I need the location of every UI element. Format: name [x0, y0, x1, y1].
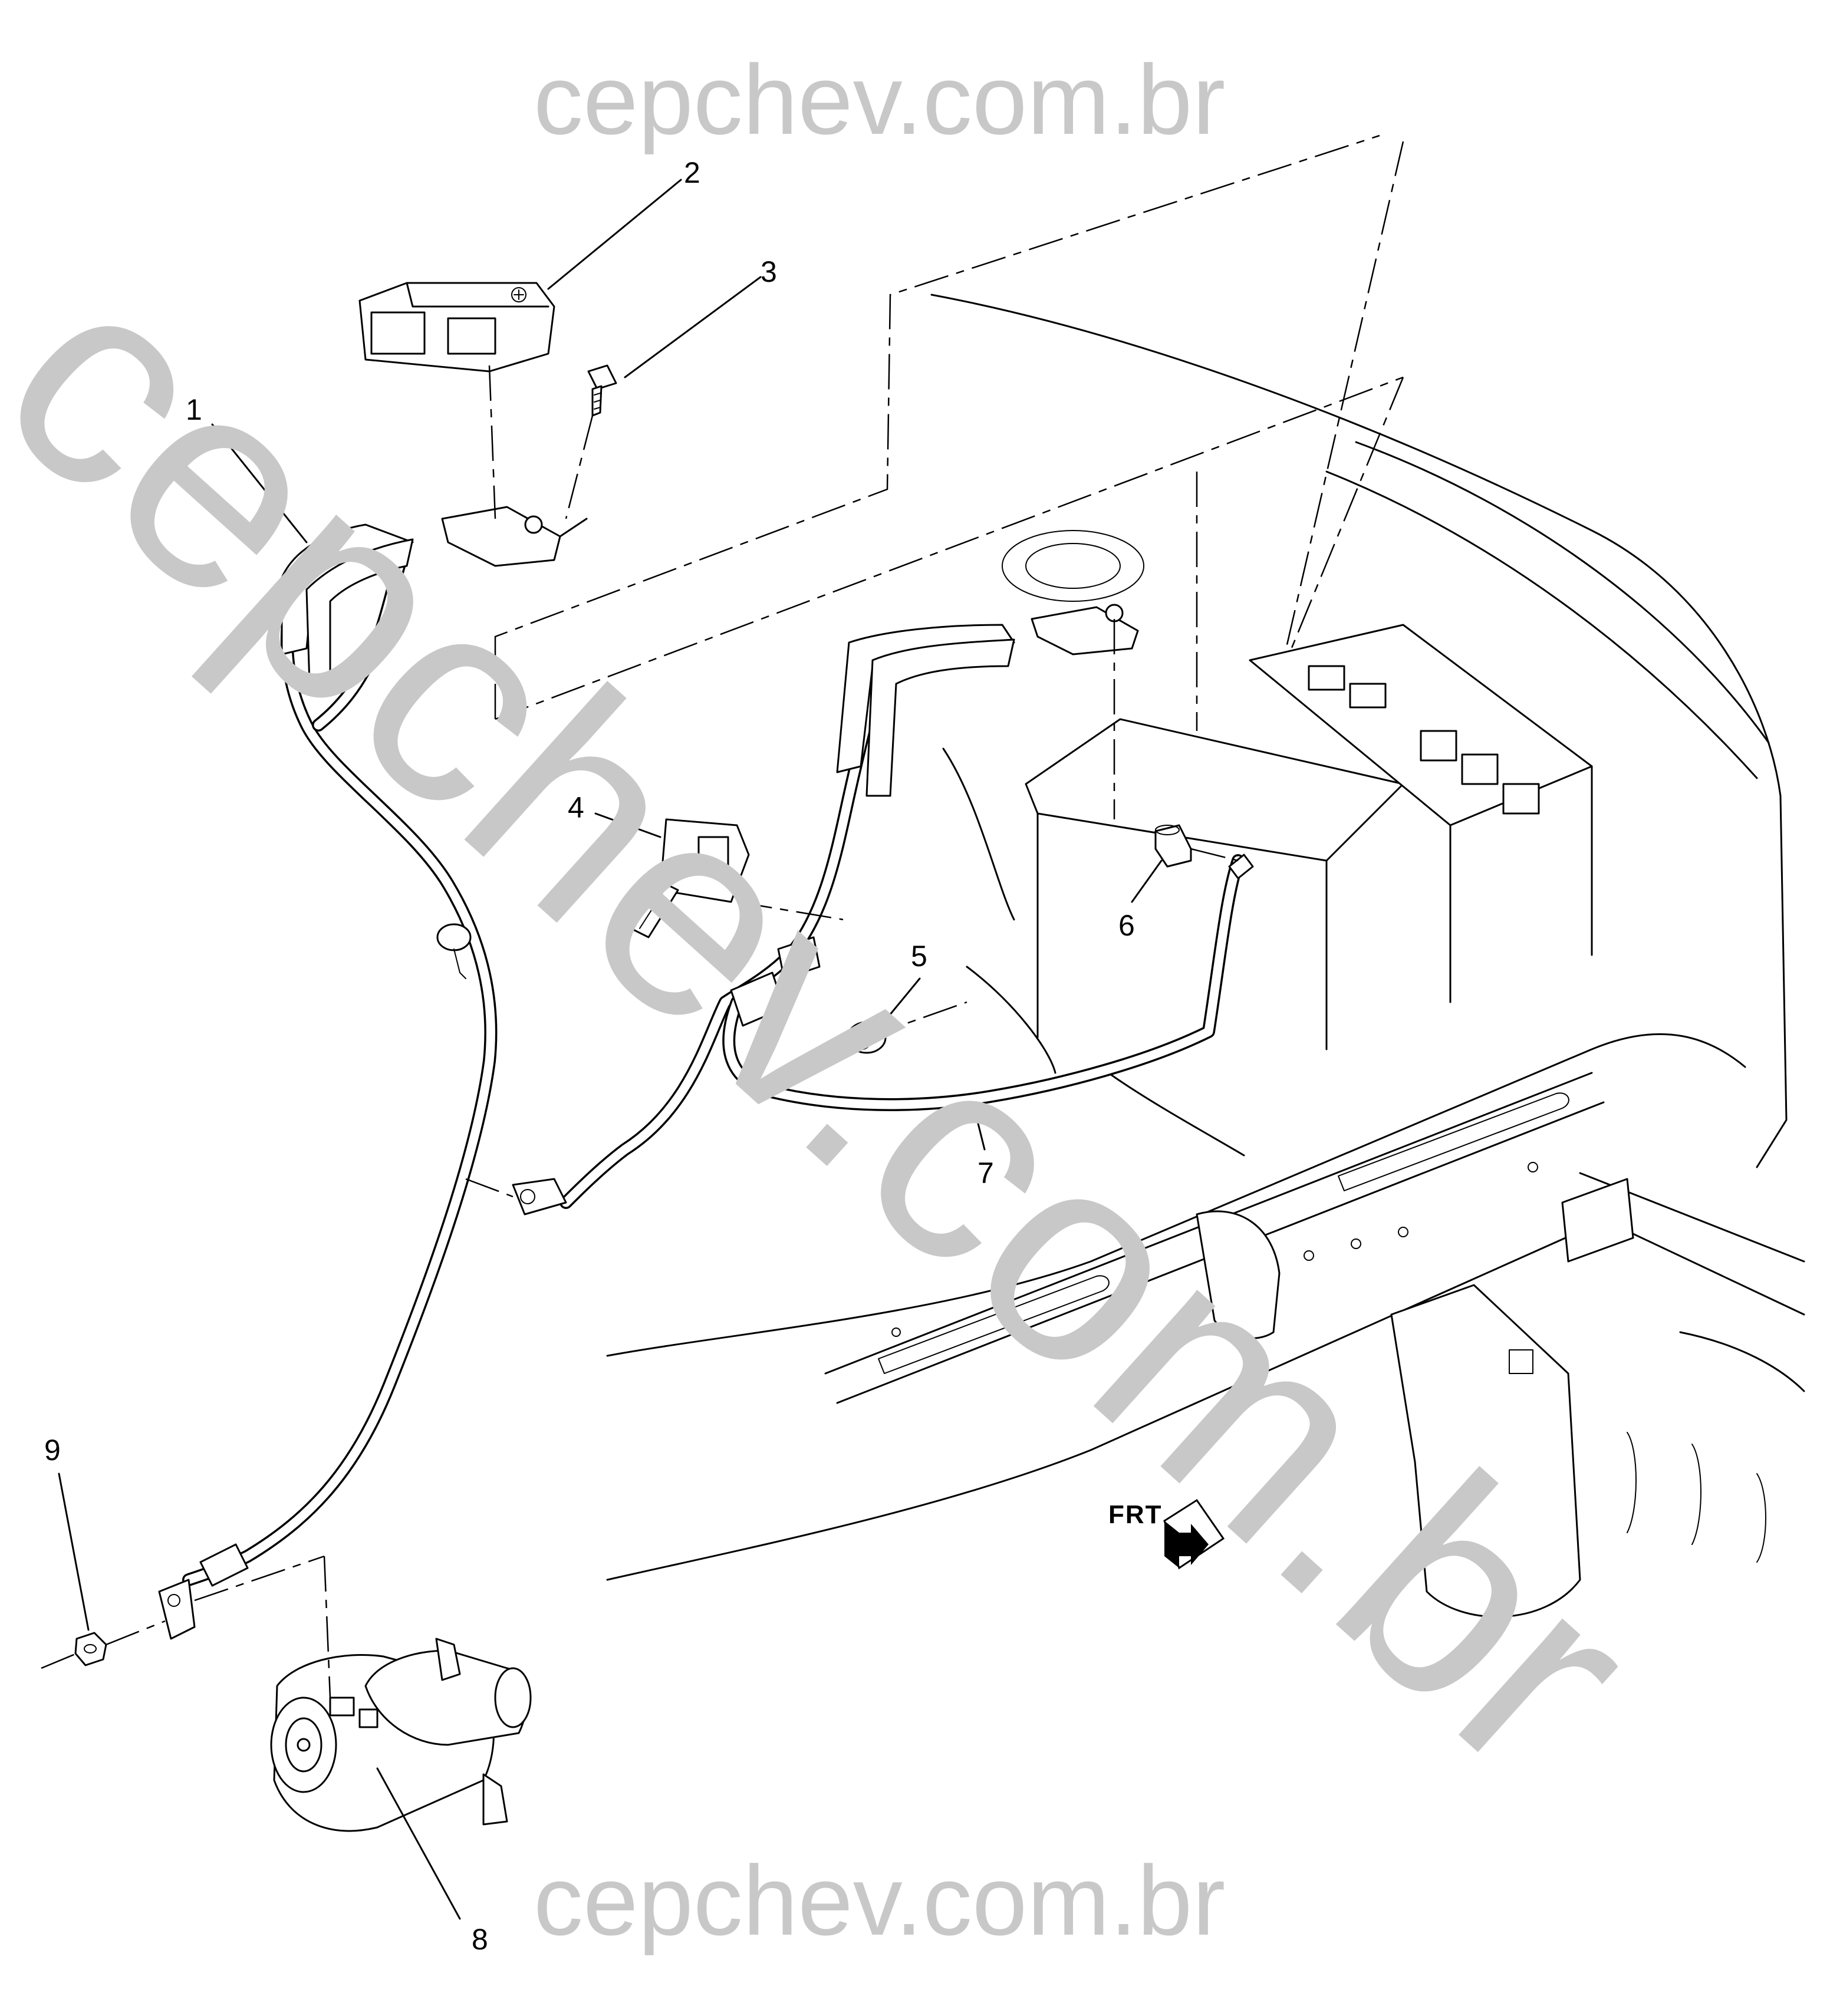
callout-7: 7	[977, 1157, 994, 1190]
vehicle-body-outline	[606, 294, 1805, 1618]
negative-battery-cable	[512, 604, 1254, 1215]
callout-8: 8	[472, 1923, 488, 1956]
grommet	[847, 1001, 967, 1054]
callout-1: 1	[186, 393, 202, 426]
front-arrow-icon	[1163, 1498, 1225, 1570]
front-indicator-label: FRT	[1108, 1500, 1163, 1529]
callout-3: 3	[761, 255, 777, 288]
callout-5: 5	[911, 940, 927, 973]
bushing	[1154, 824, 1239, 868]
callout-6: 6	[1118, 909, 1135, 942]
watermark-top: cepchev.com.br	[534, 44, 1226, 155]
watermark-bottom: cepchev.com.br	[534, 1845, 1226, 1956]
callout-leader-lines	[211, 179, 1163, 1151]
hex-nut	[41, 1473, 166, 1669]
alignment-lines	[465, 365, 1198, 1198]
callout-4: 4	[568, 791, 584, 824]
positive-battery-cable	[158, 506, 588, 1640]
terminal-cover	[358, 282, 555, 373]
starter-motor	[194, 1555, 532, 1920]
reference-outline	[494, 134, 1404, 720]
connector-block	[624, 818, 750, 938]
callout-9: 9	[44, 1434, 61, 1467]
terminal-bolt	[587, 364, 617, 417]
callout-2: 2	[684, 156, 700, 189]
